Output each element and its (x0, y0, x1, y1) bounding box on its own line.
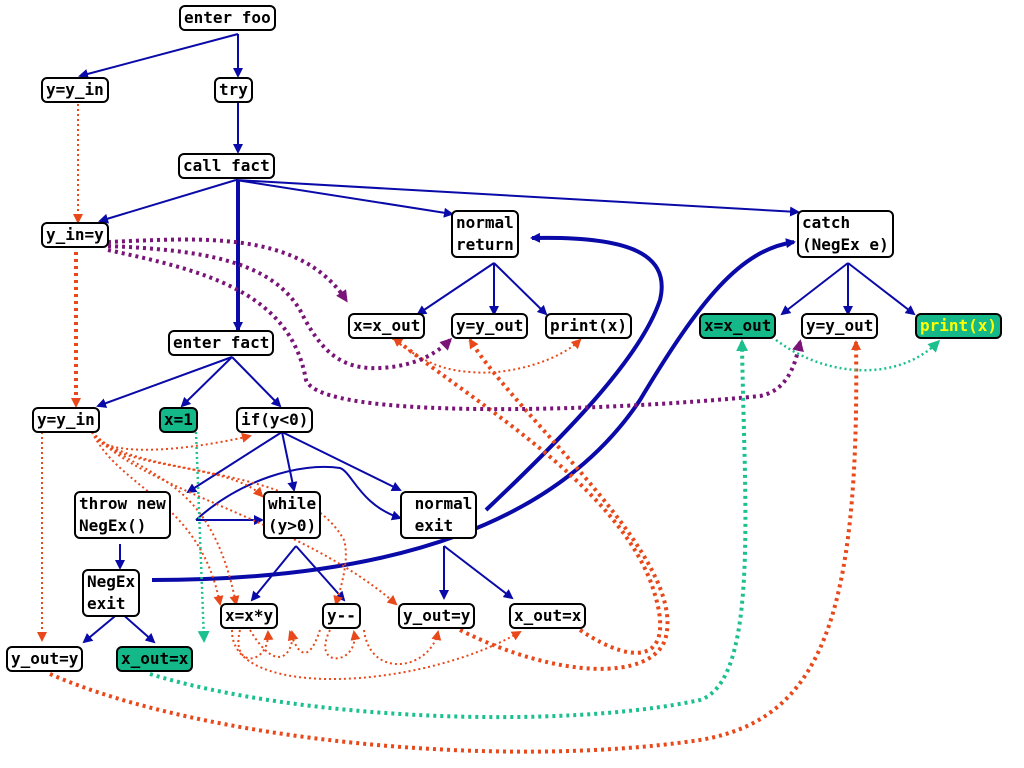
node-try: try (214, 77, 253, 103)
node-y-decrement: y-- (322, 603, 361, 629)
node-x-out-assign-x-normal: x_out=x (509, 603, 587, 629)
node-while-y-positive: while (y>0) (263, 491, 322, 539)
edge-normalexit-xoutx (443, 545, 514, 600)
node-normal-exit: normal exit (400, 491, 478, 539)
node-y-assign-y-in-fact: y=y_in (32, 407, 100, 433)
edge-while-normalexit (195, 465, 402, 521)
node-y-assign-y-out-catch: y=y_out (801, 313, 879, 339)
edge-callfact-catch (235, 179, 800, 217)
x-data-flow-edges (194, 338, 941, 643)
node-x-out-assign-x-exception: x_out=x (116, 646, 194, 672)
edge-nr-xxout (416, 262, 495, 316)
edge-normalexit-return (484, 232, 664, 512)
node-y-assign-y-out-return: y=y_out (451, 313, 529, 339)
edge-negexexit-youty (82, 611, 121, 644)
edge-while-ydec (295, 545, 346, 602)
node-x-assign-x-times-y: x=x*y (220, 603, 279, 629)
node-y-out-assign-y-normal: y_out=y (398, 603, 476, 629)
edge-if-throw (186, 431, 283, 494)
edge-enterfact-yyin (96, 356, 233, 408)
node-print-x-return: print(x) (545, 313, 633, 339)
node-catch-negex: catch (NegEx e) (797, 210, 894, 258)
edge-if-while (281, 431, 298, 492)
edge-callfact-normalreturn (235, 179, 454, 218)
edge-enterfact-if (231, 356, 282, 408)
edge-catch-xxout (780, 262, 849, 316)
node-x-assign-1: x=1 (159, 407, 198, 433)
node-x-assign-x-out-return: x=x_out (348, 313, 426, 339)
edge-if-normalexit (281, 431, 402, 491)
param-flow-edges (107, 237, 804, 412)
node-enter-fact: enter fact (168, 330, 275, 356)
edge-enterfact-x1 (180, 356, 233, 408)
edge-negexexit-xoutx (119, 611, 156, 644)
edge-callfact-yiny (98, 179, 237, 224)
node-enter-foo: enter foo (179, 5, 276, 31)
edge-nr-print (493, 262, 548, 316)
node-x-assign-x-out-catch: x=x_out (699, 313, 777, 339)
control-flow-edges (78, 33, 916, 644)
node-y-out-assign-y-exception: y_out=y (6, 646, 84, 672)
node-normal-return: normal return (451, 210, 519, 258)
node-if-y-negative: if(y<0) (236, 407, 314, 433)
edge-negexexit-catch (151, 238, 796, 582)
node-call-fact: call fact (178, 153, 275, 179)
y-return-flow-edges (49, 252, 862, 754)
node-throw-negex: throw new NegEx() (74, 491, 171, 539)
node-y-in-assign-y: y_in=y (41, 222, 109, 248)
x-return-flow-edges (149, 339, 749, 720)
node-y-assign-y-in: y=y_in (41, 77, 109, 103)
call-return-edges (151, 180, 796, 582)
edge-enterfoo-yyin (78, 33, 239, 79)
node-print-x-catch: print(x) (915, 313, 1003, 339)
node-negex-exit: NegEx exit (82, 569, 141, 617)
edge-catch-print (847, 262, 916, 316)
